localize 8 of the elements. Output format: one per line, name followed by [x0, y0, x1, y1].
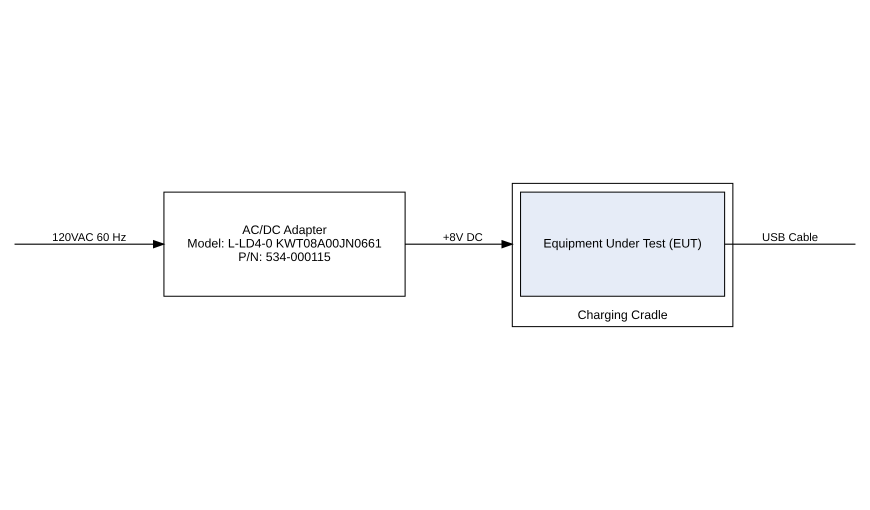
edge-label: +8V DC: [442, 232, 483, 244]
edge-label: 120VAC 60 Hz: [52, 232, 126, 244]
node-box: AC/DC Adapter Model: L-LD4-0 KWT08A00JN0661 P/N: 534-000115: [163, 192, 406, 297]
node-box: Equipment Under Test (EUT): [520, 192, 726, 297]
connector: [724, 244, 856, 245]
edge-label: USB Cable: [762, 232, 818, 244]
arrow: [405, 240, 514, 249]
arrow: [14, 240, 166, 249]
